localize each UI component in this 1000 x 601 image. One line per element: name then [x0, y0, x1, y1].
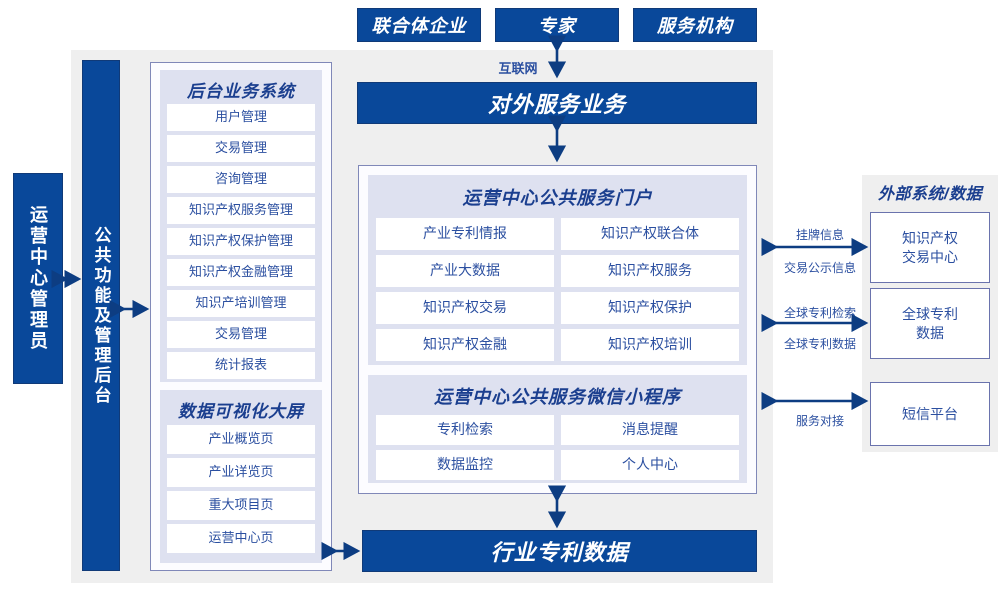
connector-label-trade-public-info: 交易公示信息 — [783, 261, 856, 275]
portal-item[interactable]: 知识产权交易 — [376, 292, 554, 324]
list-item[interactable]: 运营中心页 — [167, 524, 315, 553]
portal-item[interactable]: 知识产权培训 — [561, 329, 739, 361]
public-service-portal-title: 运营中心公共服务门户 — [462, 188, 653, 208]
public-service-portal-group: 运营中心公共服务门户 产业专利情报 知识产权联合体 产业大数据 知识产权服务 知… — [368, 175, 747, 365]
connector-label-global-patent-search: 全球专利检索 — [783, 306, 856, 320]
portal-item[interactable]: 知识产权联合体 — [561, 218, 739, 250]
backend-business-system-items: 用户管理 交易管理 咨询管理 知识产权服务管理 知识产权保护管理 知识产权金融管… — [160, 104, 322, 379]
list-item[interactable]: 统计报表 — [167, 352, 315, 379]
miniprogram-item[interactable]: 数据监控 — [376, 450, 554, 480]
external-service-business-bar[interactable]: 对外服务业务 — [357, 82, 757, 124]
list-item[interactable]: 交易管理 — [167, 135, 315, 162]
list-item[interactable]: 知识产权服务管理 — [167, 197, 315, 224]
public-service-portal-grid: 产业专利情报 知识产权联合体 产业大数据 知识产权服务 知识产权交易 知识产权保… — [368, 218, 747, 361]
wechat-miniprogram-title: 运营中心公共服务微信小程序 — [434, 387, 681, 407]
wechat-miniprogram-group: 运营中心公共服务微信小程序 专利检索 消息提醒 数据监控 个人中心 — [368, 375, 747, 483]
list-item[interactable]: 咨询管理 — [167, 166, 315, 193]
portal-item[interactable]: 产业专利情报 — [376, 218, 554, 250]
backend-business-system-title: 后台业务系统 — [187, 82, 295, 101]
connector-label-internet: 互联网 — [498, 61, 538, 76]
actor-box-expert[interactable]: 专家 — [495, 8, 619, 42]
miniprogram-item[interactable]: 消息提醒 — [561, 415, 739, 445]
list-item[interactable]: 产业概览页 — [167, 425, 315, 454]
list-item[interactable]: 知识产培训管理 — [167, 290, 315, 317]
connector-label-listing-info: 挂牌信息 — [795, 228, 844, 242]
data-visualization-items: 产业概览页 产业详览页 重大项目页 运营中心页 — [160, 425, 322, 553]
miniprogram-item[interactable]: 专利检索 — [376, 415, 554, 445]
wechat-miniprogram-grid: 专利检索 消息提醒 数据监控 个人中心 — [368, 415, 747, 480]
data-visualization-group: 数据可视化大屏 产业概览页 产业详览页 重大项目页 运营中心页 — [160, 390, 322, 563]
list-item[interactable]: 产业详览页 — [167, 458, 315, 487]
portal-item[interactable]: 产业大数据 — [376, 255, 554, 287]
list-item[interactable]: 知识产权金融管理 — [167, 259, 315, 286]
external-system-ip-trading-center[interactable]: 知识产权 交易中心 — [870, 212, 990, 283]
list-item[interactable]: 知识产权保护管理 — [167, 228, 315, 255]
connector-label-global-patent-data: 全球专利数据 — [783, 337, 856, 351]
portal-item[interactable]: 知识产权保护 — [561, 292, 739, 324]
industry-patent-data-bar[interactable]: 行业专利数据 — [362, 530, 757, 572]
actor-box-alliance-enterprise[interactable]: 联合体企业 — [357, 8, 481, 42]
list-item[interactable]: 用户管理 — [167, 104, 315, 131]
actor-box-operation-center-admin[interactable]: 运营中心管理员 — [13, 173, 63, 384]
portal-item[interactable]: 知识产权金融 — [376, 329, 554, 361]
external-system-global-patent-data[interactable]: 全球专利 数据 — [870, 288, 990, 359]
list-item[interactable]: 交易管理 — [167, 321, 315, 348]
external-system-sms-platform[interactable]: 短信平台 — [870, 382, 990, 446]
miniprogram-item[interactable]: 个人中心 — [561, 450, 739, 480]
portal-item[interactable]: 知识产权服务 — [561, 255, 739, 287]
backend-business-system-group: 后台业务系统 用户管理 交易管理 咨询管理 知识产权服务管理 知识产权保护管理 … — [160, 70, 322, 382]
data-visualization-title: 数据可视化大屏 — [178, 402, 304, 421]
admin-backend-sidebar[interactable]: 公共功能及管理后台 — [82, 60, 120, 571]
external-systems-title: 外部系统/数据 — [878, 186, 982, 203]
connector-label-service-docking: 服务对接 — [795, 414, 844, 428]
actor-box-service-agency[interactable]: 服务机构 — [633, 8, 757, 42]
list-item[interactable]: 重大项目页 — [167, 491, 315, 520]
